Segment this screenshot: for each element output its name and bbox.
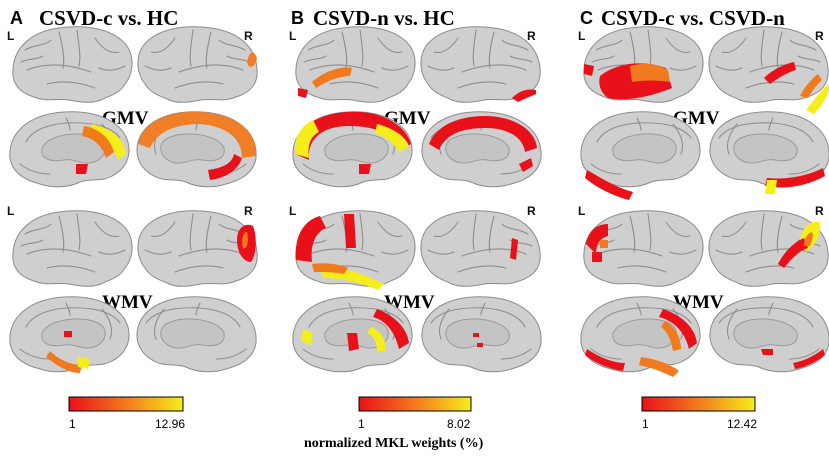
panel-a-gmv-left-label: L bbox=[7, 29, 14, 43]
panel-c-gmv-left-label: L bbox=[578, 29, 585, 43]
panel-b-wmv-left-lateral-brain bbox=[295, 210, 416, 290]
panel-b-wmv-left-medial-brain bbox=[292, 296, 413, 373]
panel-a-gmv-right-lateral-brain bbox=[137, 26, 258, 103]
panel-c-wmv-right-label: R bbox=[815, 204, 824, 218]
panel-a-colorbar-max: 12.96 bbox=[155, 417, 185, 431]
panel-a-wmv-left-medial-brain bbox=[9, 296, 130, 373]
panel-a-wmv-label: WMV bbox=[102, 292, 153, 313]
panel-c-colorbar-max: 12.42 bbox=[727, 417, 757, 431]
panel-c-gmv-left-lateral-brain bbox=[583, 26, 704, 103]
panel-c-colorbar-min: 1 bbox=[642, 417, 649, 431]
panel-c-wmv-left-medial-brain bbox=[580, 296, 701, 377]
panel-c-wmv-right-lateral-brain bbox=[708, 210, 829, 287]
panel-c-gmv-right-lateral-brain bbox=[708, 26, 829, 114]
panel-a-gmv-right-label: R bbox=[244, 29, 253, 43]
panel-a-colorbar-min: 1 bbox=[69, 417, 76, 431]
panel-b-gmv-right-label: R bbox=[527, 29, 536, 43]
colorbar-axis-label: normalized MKL weights (%) bbox=[304, 436, 484, 451]
panel-b: B CSVD-n vs. HC L R GMV L R bbox=[289, 6, 542, 451]
panel-a-letter: A bbox=[10, 8, 23, 28]
panel-b-colorbar-min: 1 bbox=[358, 417, 365, 431]
panel-b-colorbar-max: 8.02 bbox=[447, 417, 471, 431]
panel-c-wmv-left-lateral-brain bbox=[583, 210, 704, 287]
panel-a-colorbar-gradient bbox=[68, 396, 184, 412]
panel-b-gmv-left-label: L bbox=[289, 29, 296, 43]
panel-c-colorbar: 1 12.42 bbox=[641, 396, 757, 431]
panel-b-title: CSVD-n vs. HC bbox=[313, 6, 455, 30]
panel-b-gmv-right-medial-brain bbox=[421, 111, 542, 188]
panel-b-wmv-left-label: L bbox=[289, 204, 296, 218]
panel-b-letter: B bbox=[291, 8, 304, 28]
panel-a-colorbar: 1 12.96 bbox=[68, 396, 185, 431]
panel-b-wmv-right-lateral-brain bbox=[420, 210, 541, 287]
panel-c-wmv-left-label: L bbox=[578, 204, 585, 218]
panel-c-title: CSVD-c vs. CSVD-n bbox=[601, 6, 785, 30]
panel-a-gmv-left-medial-brain bbox=[9, 111, 130, 188]
panel-a-wmv-right-lateral-brain bbox=[137, 210, 258, 287]
panel-a-wmv-right-medial-brain bbox=[136, 296, 257, 373]
panel-b-wmv-right-label: R bbox=[527, 204, 536, 218]
panel-c-wmv-right-medial-brain bbox=[709, 296, 829, 373]
panel-a-gmv-left-lateral-brain bbox=[12, 26, 133, 103]
panel-c-gmv-right-label: R bbox=[815, 29, 824, 43]
panel-a-wmv-left-label: L bbox=[7, 204, 14, 218]
panel-b-gmv-left-medial-brain bbox=[292, 111, 413, 188]
panel-c: C CSVD-c vs. CSVD-n L R GMV L R bbox=[578, 6, 829, 431]
panel-a-title: CSVD-c vs. HC bbox=[39, 6, 178, 30]
panel-b-colorbar-gradient bbox=[358, 396, 472, 412]
panel-b-colorbar: 1 8.02 normalized MKL weights (%) bbox=[304, 396, 484, 451]
panel-b-gmv-right-lateral-brain bbox=[420, 26, 541, 103]
panel-c-gmv-left-medial-brain bbox=[580, 111, 701, 200]
panel-b-wmv-right-medial-brain bbox=[421, 296, 542, 373]
panel-a-wmv-right-label: R bbox=[244, 204, 253, 218]
panel-c-wmv-label: WMV bbox=[673, 292, 724, 313]
panel-b-gmv-left-lateral-brain bbox=[295, 26, 416, 103]
panel-c-gmv-right-medial-brain bbox=[709, 111, 829, 194]
panel-a-gmv-right-medial-brain bbox=[136, 111, 257, 188]
panel-c-letter: C bbox=[580, 8, 593, 28]
panel-a-wmv-left-lateral-brain bbox=[12, 210, 133, 287]
panel-a: A CSVD-c vs. HC L R GMV L R WMV bbox=[7, 6, 258, 431]
panel-c-colorbar-gradient bbox=[641, 396, 756, 412]
